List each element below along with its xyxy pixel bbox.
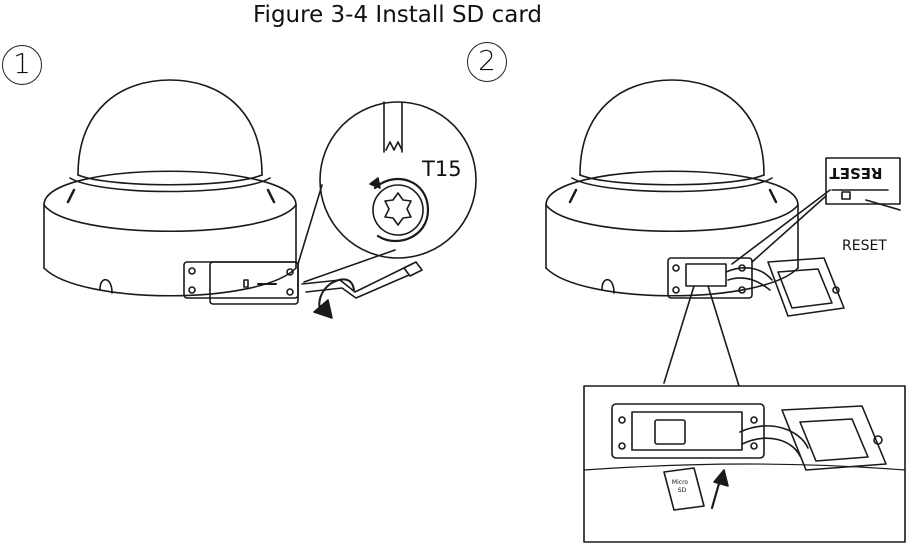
detail-open-lid bbox=[781, 405, 887, 471]
camera-1-cable-notch bbox=[99, 278, 113, 294]
camera-1-base-bottom bbox=[43, 267, 297, 297]
figure-caption: Figure 3-4 Install SD card bbox=[253, 2, 542, 28]
detail-box bbox=[583, 385, 906, 543]
step-2-circle bbox=[467, 42, 507, 82]
sd-insert-detail bbox=[583, 385, 906, 543]
sd-slot-open-step-2 bbox=[667, 257, 845, 317]
removal-arrow bbox=[313, 278, 355, 319]
zoom-1-outline bbox=[319, 101, 477, 259]
insert-arrow bbox=[710, 478, 722, 510]
zoom-line-left bbox=[663, 285, 695, 384]
step-1-circle bbox=[2, 45, 42, 85]
detail-slot-frame bbox=[611, 403, 765, 459]
slot-2-frame bbox=[667, 257, 753, 299]
label-t15: T15 bbox=[421, 157, 462, 181]
step-2-number: 2 bbox=[478, 44, 496, 77]
camera-2-dome bbox=[579, 79, 765, 176]
torx-socket bbox=[384, 192, 412, 226]
reset-zoom-box bbox=[825, 157, 901, 205]
opened-lid-2 bbox=[767, 257, 845, 317]
step-2-marker: 2 bbox=[467, 42, 509, 84]
reset-button bbox=[841, 191, 851, 200]
card-label-sd: SD bbox=[678, 487, 687, 494]
reset-callout bbox=[731, 157, 901, 265]
cover-1-frame bbox=[183, 261, 299, 299]
screw-head bbox=[372, 184, 424, 236]
card-label-micro: Micro bbox=[672, 479, 688, 486]
step-1-marker: 1 bbox=[2, 45, 44, 87]
t15-key-tool bbox=[301, 261, 423, 299]
camera-1 bbox=[43, 79, 297, 297]
rotation-arrow bbox=[373, 178, 430, 243]
camera-1-dome-rim bbox=[77, 174, 263, 186]
label-reset: RESET bbox=[842, 238, 887, 254]
step-1-number: 1 bbox=[13, 47, 31, 80]
t15-driver-shaft bbox=[383, 101, 403, 153]
camera-2 bbox=[545, 79, 799, 297]
micro-sd-card bbox=[663, 467, 705, 511]
cover-1-lid bbox=[209, 261, 299, 305]
zoom-line-right bbox=[707, 285, 740, 387]
zoom-circle-1 bbox=[297, 101, 477, 283]
camera-1-dome bbox=[77, 79, 263, 176]
sd-cover-step-1 bbox=[183, 261, 299, 305]
reset-silkscreen: RESET bbox=[829, 164, 883, 182]
camera-1-shoulder bbox=[43, 170, 297, 206]
